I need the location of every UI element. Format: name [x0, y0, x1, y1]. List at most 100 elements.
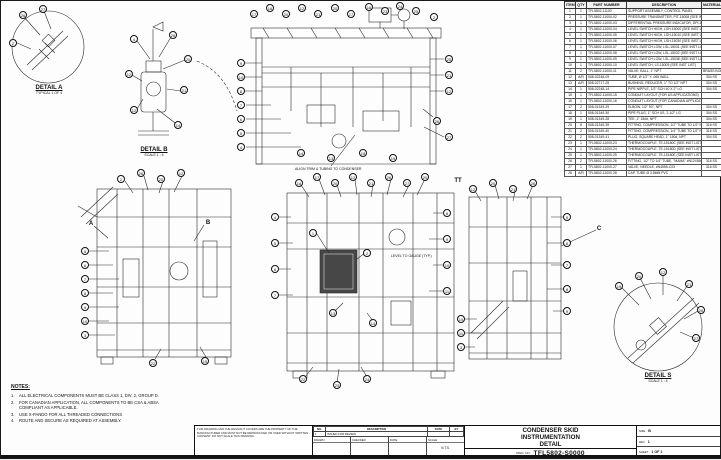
bom-cell: BRASS BODY: [702, 69, 721, 75]
balloon-callout: 2: [430, 13, 438, 21]
balloon-callout: 20: [421, 173, 429, 181]
drawing-title-line3: DETAIL: [465, 441, 636, 448]
balloon-callout: 21: [445, 71, 453, 79]
balloon-callout: 10: [237, 73, 245, 81]
balloon-callout: 24: [396, 2, 404, 10]
detail-b-subtitle: SCALE 1 : 4: [123, 153, 185, 157]
note-item: ALL ELECTRICAL COMPONENTS MUST BE CLASS …: [11, 393, 176, 399]
balloon-callout: 5: [563, 213, 571, 221]
balloon-callout: 10: [81, 317, 89, 325]
meta-size-value: B: [648, 429, 651, 433]
balloon-callout: 13: [329, 309, 337, 317]
meta-size-label: SIZE: [639, 429, 645, 433]
balloon-callout: 22: [299, 375, 307, 383]
title-area: CONDENSER SKID INSTRUMENTATION DETAIL DW…: [465, 426, 637, 457]
balloon-callout: 18: [359, 149, 367, 157]
balloon-callout: 20: [635, 272, 643, 280]
balloon-callout: 12: [125, 70, 133, 78]
bom-cell: A/R: [576, 171, 587, 177]
balloon-callout: 17: [250, 10, 258, 18]
meta-size: SIZE B: [637, 426, 720, 437]
revision-table: NO. DESCRIPTION DATE BY 1 ISSUED FOR REV…: [313, 426, 464, 437]
balloon-callout: 20: [157, 175, 165, 183]
balloon-callout: 21: [367, 179, 375, 187]
balloon-callout: 3: [457, 343, 465, 351]
balloon-callout: 9: [443, 235, 451, 243]
revision-row: 1 ISSUED FOR REVIEW: [314, 432, 464, 437]
rev-by: [450, 432, 464, 437]
field-date: DATE: [389, 437, 427, 457]
meta-rev: REV 1: [637, 437, 720, 448]
meta-rev-label: REV: [639, 440, 645, 444]
bom-cell: DIFFERENTIAL PRESSURE INDICATOR, DPI-1 (…: [627, 21, 702, 27]
balloon-callout: 26: [385, 173, 393, 181]
balloon-callout: 3: [81, 331, 89, 339]
balloon-callout: 20: [331, 179, 339, 187]
drawing-title-line1: CONDENSER SKID: [465, 427, 636, 434]
balloon-callout: 5: [271, 239, 279, 247]
balloon-callout: 22: [149, 359, 157, 367]
balloon-callout: 14: [174, 121, 182, 129]
drawing-title-line2: INSTRUMENTATION: [465, 434, 636, 441]
proprietary-note: THIS DRAWING AND THE DESIGN IT COVERS AR…: [195, 426, 313, 457]
balloon-callout: 12: [659, 268, 667, 276]
balloon-callout: 17: [347, 10, 355, 18]
balloon-callout: 21: [509, 185, 517, 193]
balloon-callout: 12: [349, 173, 357, 181]
balloon-callout: 27: [403, 179, 411, 187]
balloon-callout: 7: [237, 101, 245, 109]
balloon-callout: 6: [563, 239, 571, 247]
notes-list: ALL ELECTRICAL COMPONENTS MUST BE CLASS …: [11, 393, 176, 424]
bom-cell: LEVEL SWITCH LOW, LSL-15031 (SEE INST LI…: [627, 45, 702, 51]
window-edge: [1, 455, 721, 458]
balloon-callout: 13: [327, 154, 335, 162]
detail-a-label: DETAIL A TYPICAL 1 OF 4: [15, 85, 83, 95]
note-item: ROUTE AND SECURE AS REQUIRED AT ASSEMBLY…: [11, 418, 176, 424]
balloon-callout: 24: [363, 375, 371, 383]
balloon-callout: 6: [271, 265, 279, 273]
balloon-callout: 26: [697, 306, 705, 314]
balloon-callout: 9: [563, 307, 571, 315]
balloon-callout: 11: [443, 287, 451, 295]
balloon-callout: 4: [237, 143, 245, 151]
balloon-callout: 2: [117, 175, 125, 183]
balloon-callout: 26: [529, 179, 537, 187]
meta-rev-value: 1: [648, 440, 650, 444]
section-marker: B: [206, 220, 210, 226]
bom-cell: THERMOCOUPLE, TE-15180D (SEE INST LIST): [627, 147, 702, 153]
balloon-callout: 19: [389, 154, 397, 162]
bom-cell: LEVEL SWITCH HIGH, LSH-15010 (SEE INST L…: [627, 33, 702, 39]
detail-b-label: DETAIL B SCALE 1 : 4: [123, 147, 185, 157]
bom-cell: THERMOCOUPLE, TE-15180C (SEE INST LIST): [627, 141, 702, 147]
bom-cell: THERMOCOUPLE, TE-15180E (SEE INST LIST): [627, 153, 702, 159]
align-note: ALIGN TRIM & TUBING TO CONDENSER: [295, 167, 367, 171]
balloon-callout: 5: [237, 129, 245, 137]
bom-header-matl: MATERIAL: [702, 2, 721, 9]
balloon-callout: 7: [563, 261, 571, 269]
meta-sheet-label: SHEET: [639, 450, 648, 454]
balloon-callout: 25: [412, 7, 420, 15]
balloon-callout: 21: [180, 86, 188, 94]
balloon-callout: 16: [266, 4, 274, 12]
rev-desc: ISSUED FOR REVIEW: [326, 432, 428, 437]
signature-fields: DRAWN CHECKED DATE SCALE N.T.S.: [313, 437, 464, 457]
field-scale: SCALE N.T.S.: [427, 437, 464, 457]
sheet-meta: SIZE B REV 1 SHEET 1 OF 1: [637, 426, 720, 457]
balloon-callout: 8: [443, 209, 451, 217]
balloon-callout: 26: [137, 169, 145, 177]
detail-s-label: DETAIL S SCALE 1 : 4: [627, 373, 689, 383]
note-item: FOR CANADIAN APPLICATION, ALL COMPONENTS…: [11, 400, 176, 411]
bom-header-row: ITEM QTY PART NUMBER DESCRIPTION MATERIA…: [565, 2, 721, 9]
balloon-callout: 20: [331, 4, 339, 12]
bom-cell: FITTING, 1/2" TO 1/4" TUBE, "MAMA" #N124…: [627, 159, 702, 165]
